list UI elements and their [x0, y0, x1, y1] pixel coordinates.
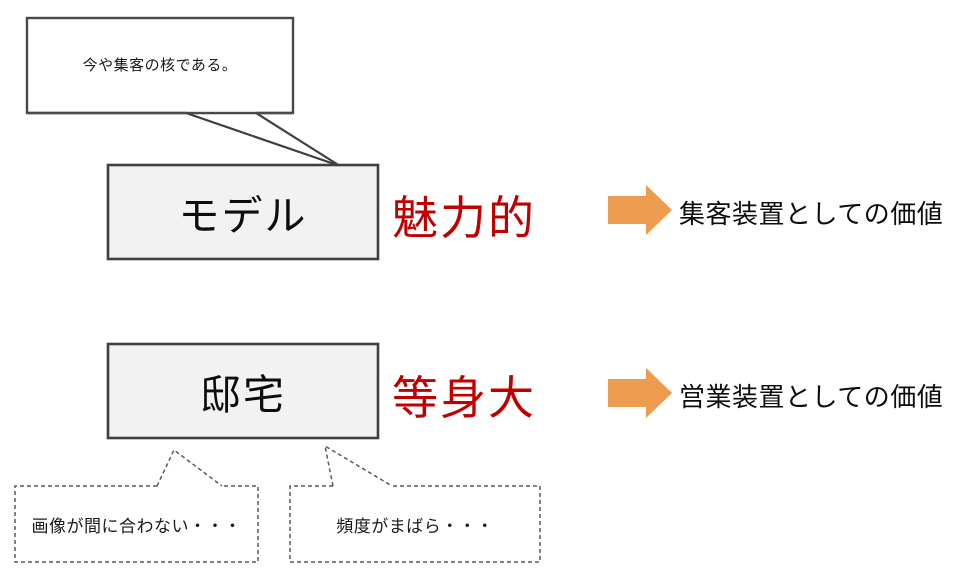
note-tail-1 — [156, 448, 223, 487]
speech-bubble-text: 今や集客の核である。 — [82, 56, 238, 74]
note-tail-2 — [323, 444, 393, 487]
arrow-right-icon-2 — [608, 368, 672, 418]
label-box-residence-text: 邸宅 — [200, 372, 286, 418]
value-text-sales-device: 営業装置としての価値 — [679, 382, 944, 412]
note-text-2: 頻度がまばら・・・ — [336, 516, 494, 536]
value-text-customer-attraction: 集客装置としての価値 — [679, 199, 944, 229]
note-text-1: 画像が間に合わない・・・ — [31, 516, 242, 536]
arrow-right-icon-1 — [608, 185, 672, 235]
emphasis-text-life-size: 等身大 — [392, 372, 536, 424]
emphasis-text-attractive: 魅力的 — [392, 192, 536, 244]
label-box-model-text: モデル — [178, 193, 308, 239]
speech-bubble-tail — [185, 111, 341, 168]
